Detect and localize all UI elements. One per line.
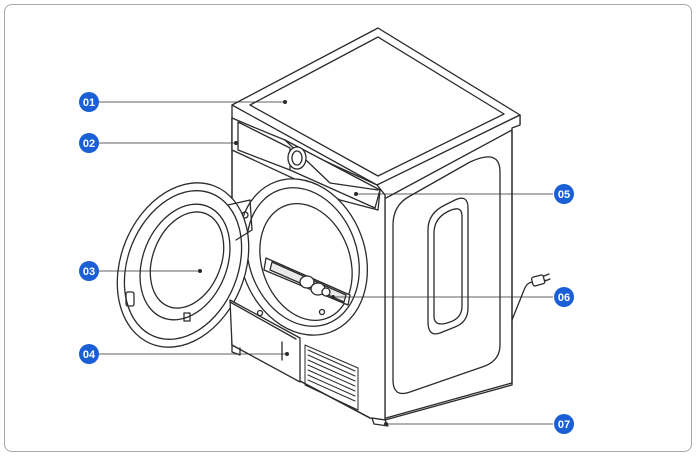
callout-02: 02 — [79, 133, 99, 153]
door — [116, 182, 253, 348]
filter — [263, 257, 351, 306]
control-panel — [231, 117, 381, 211]
power-cord — [511, 273, 551, 321]
callout-07: 07 — [554, 414, 574, 434]
callout-01-label: 01 — [83, 97, 95, 109]
callout-03: 03 — [79, 261, 99, 281]
callout-02-label: 02 — [83, 138, 95, 150]
callout-04-label: 04 — [83, 349, 96, 361]
callout-badges: 01 02 03 04 05 06 07 — [79, 92, 574, 434]
callout-06-label: 06 — [558, 292, 570, 304]
vent-grille — [304, 344, 359, 411]
callout-07-label: 07 — [558, 419, 570, 431]
dryer-side-panel — [376, 114, 521, 421]
callout-06: 06 — [554, 287, 574, 307]
callout-05: 05 — [554, 184, 574, 204]
callout-04: 04 — [79, 344, 99, 364]
condenser-cover — [229, 299, 301, 383]
callout-05-label: 05 — [558, 189, 570, 201]
leader-lines — [98, 100, 553, 426]
callout-01: 01 — [79, 92, 99, 112]
callout-03-label: 03 — [83, 266, 95, 278]
